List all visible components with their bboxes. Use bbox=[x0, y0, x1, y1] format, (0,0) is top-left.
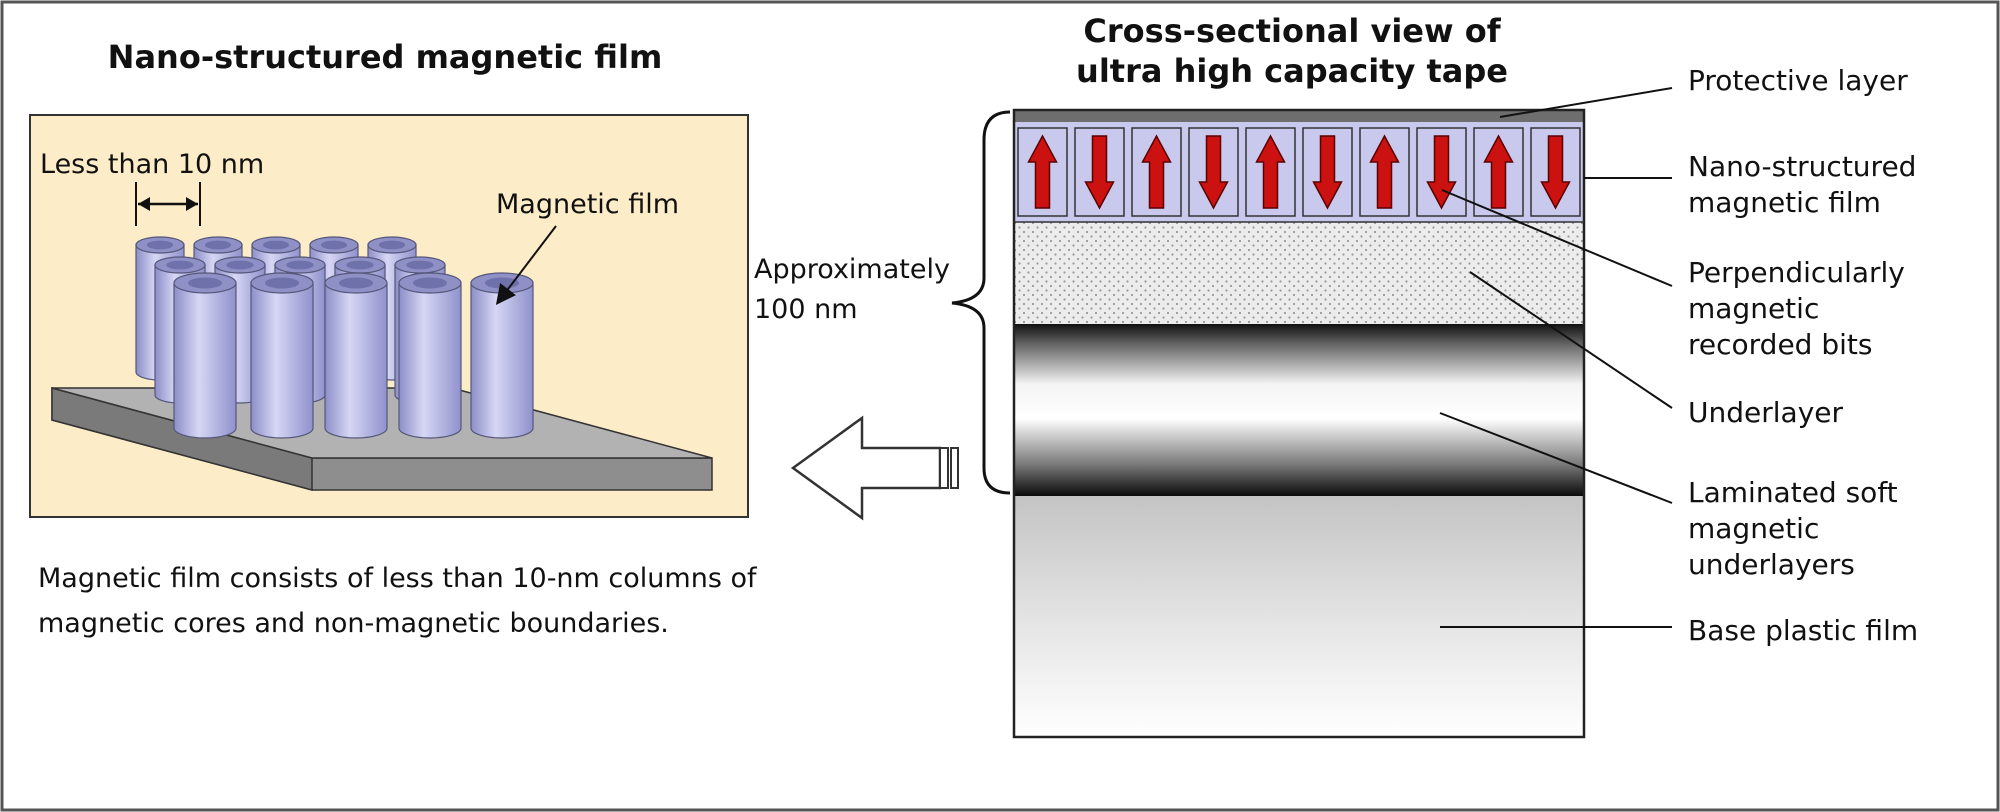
column-core bbox=[146, 240, 174, 250]
leader-laminated bbox=[1439, 412, 1673, 504]
dimension-arrowhead-left bbox=[138, 197, 150, 211]
magnetization-arrow-down bbox=[1084, 135, 1115, 210]
bit-cell-up bbox=[1245, 127, 1296, 217]
magnetization-arrow-down bbox=[1426, 135, 1457, 210]
leader-bits bbox=[1441, 189, 1673, 287]
label-nano-line2: magnetic film bbox=[1688, 186, 1881, 219]
column-core bbox=[262, 240, 290, 250]
label-base: Base plastic film bbox=[1688, 614, 1918, 647]
magnetization-arrow-down bbox=[1312, 135, 1343, 210]
label-laminated-line3: underlayers bbox=[1688, 548, 1855, 581]
column-core bbox=[484, 277, 520, 289]
dimension-arrowhead-right bbox=[186, 197, 198, 211]
column-core bbox=[264, 277, 300, 289]
bit-cell-down bbox=[1416, 127, 1467, 217]
magnetization-arrow-down bbox=[1540, 135, 1571, 210]
label-protective: Protective layer bbox=[1688, 64, 1908, 97]
leader-underlayer bbox=[1469, 271, 1673, 409]
magnetization-arrow-down bbox=[1198, 135, 1229, 210]
thickness-brace bbox=[951, 110, 1011, 495]
magnetization-arrow-up bbox=[1027, 134, 1058, 209]
column-body bbox=[250, 282, 314, 439]
label-bits-line1: Perpendicularly bbox=[1688, 256, 1905, 289]
magnetization-arrow-up bbox=[1369, 134, 1400, 209]
bit-cell-up bbox=[1131, 127, 1182, 217]
label-bits-line3: recorded bits bbox=[1688, 328, 1872, 361]
column-body bbox=[398, 282, 462, 439]
right-title-line2: ultra high capacity tape bbox=[1076, 52, 1508, 90]
magnetic-columns bbox=[135, 236, 534, 439]
column-core bbox=[338, 277, 374, 289]
laminated-underlayers bbox=[1014, 324, 1584, 496]
bit-cell-down bbox=[1302, 127, 1353, 217]
label-laminated-line2: magnetic bbox=[1688, 512, 1819, 545]
magnetization-arrow-up bbox=[1483, 134, 1514, 209]
magnetization-arrow-up bbox=[1255, 134, 1286, 209]
column-body bbox=[470, 282, 534, 439]
column-core bbox=[204, 240, 232, 250]
underlayer bbox=[1014, 222, 1584, 324]
column-core bbox=[166, 260, 194, 270]
column-core bbox=[406, 260, 434, 270]
zoom-arrow-tail2 bbox=[950, 447, 959, 489]
column-body bbox=[324, 282, 388, 439]
label-bits-line2: magnetic bbox=[1688, 292, 1819, 325]
label-underlayer: Underlayer bbox=[1688, 396, 1843, 429]
bit-cell-up bbox=[1473, 127, 1524, 217]
caption-line1: Magnetic film consists of less than 10-n… bbox=[38, 563, 758, 594]
protective-layer bbox=[1014, 110, 1584, 122]
bit-cell-down bbox=[1530, 127, 1581, 217]
magnetization-arrow-up bbox=[1141, 134, 1172, 209]
column-core bbox=[346, 260, 374, 270]
right-title-line1: Cross-sectional view of bbox=[1083, 12, 1501, 50]
dimension-label: Less than 10 nm bbox=[40, 149, 264, 180]
column-core bbox=[412, 277, 448, 289]
bit-cell-down bbox=[1074, 127, 1125, 217]
magnetic-film-leader bbox=[495, 225, 557, 305]
magnetic-column bbox=[250, 272, 314, 439]
left-title: Nano-structured magnetic film bbox=[108, 38, 663, 76]
column-core bbox=[226, 260, 254, 270]
recorded-bits bbox=[1017, 127, 1581, 217]
label-laminated-line1: Laminated soft bbox=[1688, 476, 1898, 509]
column-core bbox=[378, 240, 406, 250]
bit-cell-up bbox=[1359, 127, 1410, 217]
column-body bbox=[173, 282, 237, 439]
cross-section-border bbox=[1012, 108, 1586, 739]
thickness-label-line1: Approximately bbox=[754, 254, 950, 285]
leader-protective bbox=[1499, 87, 1673, 118]
bit-cell-down bbox=[1188, 127, 1239, 217]
column-core bbox=[320, 240, 348, 250]
bit-cell-up bbox=[1017, 127, 1068, 217]
zoom-arrow-tail1 bbox=[939, 447, 949, 489]
magnetic-column bbox=[173, 272, 237, 439]
label-nano-line1: Nano-structured bbox=[1688, 150, 1916, 183]
magnetic-column bbox=[324, 272, 388, 439]
magnetic-column bbox=[398, 272, 462, 439]
magnetic-film-label: Magnetic film bbox=[496, 189, 679, 220]
base-plastic-film bbox=[1014, 496, 1584, 737]
column-core bbox=[286, 260, 314, 270]
caption-line2: magnetic cores and non-magnetic boundari… bbox=[38, 608, 669, 639]
column-core bbox=[187, 277, 223, 289]
thickness-label-line2: 100 nm bbox=[754, 294, 858, 325]
magnetic-column bbox=[470, 272, 534, 439]
zoom-arrow bbox=[790, 415, 942, 521]
